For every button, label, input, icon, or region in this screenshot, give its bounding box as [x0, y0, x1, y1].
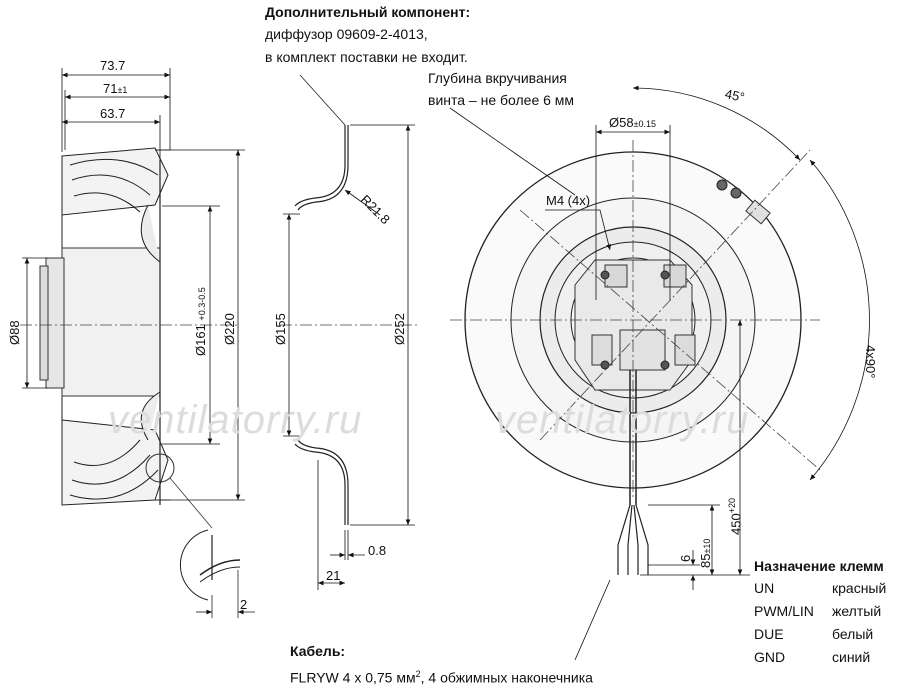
dim-d88: Ø88	[7, 320, 22, 345]
diffuser-profile	[280, 74, 420, 525]
watermark-right: ventilatorry.ru	[495, 398, 750, 442]
component-note-line1: диффузор 09609-2-4013,	[265, 26, 428, 42]
front-view-dimensions	[449, 85, 870, 661]
terminal-pin: UN	[754, 580, 775, 596]
side-view	[20, 147, 241, 618]
component-note-title: Дополнительный компонент:	[265, 4, 471, 20]
dim-71-value: 71	[103, 81, 118, 96]
terminal-row: DUE белый	[754, 626, 894, 642]
dim-0-8: 0.8	[368, 543, 387, 558]
terminal-color: белый	[832, 626, 874, 642]
dim-d155: Ø155	[273, 313, 288, 345]
dim-71-tol: ±1	[117, 85, 128, 95]
dim-73-7: 73.7	[100, 58, 126, 73]
dim-d161: Ø161 +0.3-0.5	[193, 287, 208, 356]
side-view-dimensions	[22, 68, 255, 615]
terminal-row: PWM/LIN желтый	[754, 603, 894, 619]
cable-note-suffix: , 4 обжимных наконечника	[420, 669, 593, 686]
diffuser-dimensions	[283, 124, 415, 590]
terminal-row: GND синий	[754, 649, 894, 665]
dim-m4: M4 (4x)	[546, 193, 591, 208]
terminal-row: UN красный	[754, 580, 894, 596]
watermark-left: ventilatorry.ru	[108, 398, 363, 442]
cable-note-superscript: 2	[415, 669, 421, 679]
dim-450-value: 450	[728, 513, 744, 535]
terminal-pin: DUE	[754, 626, 784, 642]
dim-85: 85±10	[698, 539, 713, 568]
dim-63-7: 63.7	[100, 106, 126, 121]
screw-note-line1: Глубина вкручивания	[428, 70, 567, 86]
dim-d161-tol-minus: -0.5	[197, 287, 207, 303]
terminal-color: желтый	[832, 603, 882, 619]
dim-d58: Ø58±0.15	[609, 115, 656, 130]
cable-note-title: Кабель:	[290, 643, 346, 659]
dim-6: 6	[678, 554, 693, 562]
terminal-pin: GND	[754, 649, 786, 665]
front-view	[450, 140, 821, 575]
screw-note-line2: винта – не более 6 мм	[428, 92, 575, 108]
dim-d161-value: Ø161	[193, 324, 208, 356]
dim-d58-value: Ø58	[609, 115, 634, 130]
dim-d252: Ø252	[392, 313, 407, 345]
dim-450-tol: +20	[727, 498, 737, 514]
terminal-pin: PWM/LIN	[754, 603, 814, 619]
terminal-color: красный	[832, 580, 887, 596]
dim-2: 2	[240, 597, 248, 612]
dim-85-tol: ±10	[702, 538, 712, 554]
cable-note-prefix: FLRYW 4 x 0,75 мм	[290, 669, 416, 686]
dim-d220: Ø220	[222, 313, 237, 345]
dim-d161-tol-plus: +0.3	[197, 302, 207, 321]
component-note-line2: в комплект поставки не входит.	[265, 49, 468, 65]
dim-d58-tol: ±0.15	[633, 119, 657, 129]
dim-450: 450+20	[727, 498, 743, 535]
dim-71: 71±1	[103, 81, 127, 96]
cable-note-line: FLRYW 4 x 0,75 мм2, 4 обжимных наконечни…	[290, 663, 593, 689]
dim-85-value: 85	[698, 553, 713, 568]
dim-21: 21	[326, 568, 341, 583]
terminal-table-title: Назначение клемм	[754, 558, 884, 574]
dim-angle-4x90: 4x90°	[863, 345, 878, 379]
terminal-color: синий	[832, 649, 871, 665]
